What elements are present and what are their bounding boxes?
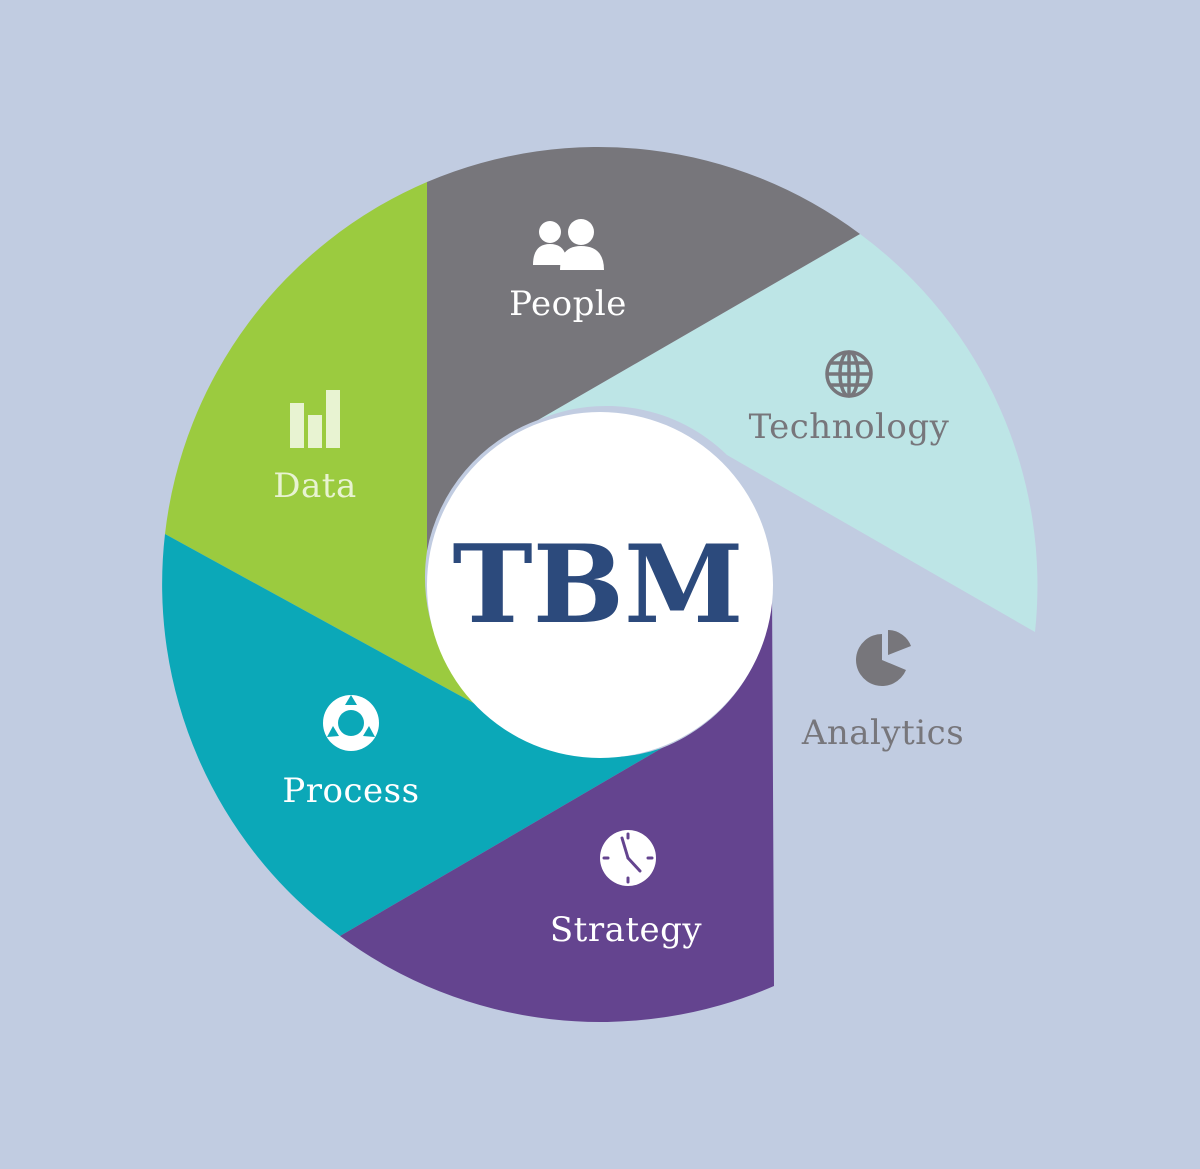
segment-label-strategy: Strategy [550, 910, 703, 950]
bar-chart-icon [290, 390, 340, 448]
segment-strategy [340, 588, 774, 1022]
globe-icon [825, 350, 873, 398]
center-label: TBM [452, 522, 743, 648]
people-icon [533, 219, 604, 270]
segment-technology [538, 234, 1038, 632]
segment-label-analytics: Analytics [801, 713, 964, 753]
pie-chart-icon [855, 630, 911, 687]
clock-icon [600, 830, 656, 886]
segment-label-process: Process [282, 771, 419, 811]
cycle-icon [323, 695, 379, 751]
segment-label-people: People [509, 284, 627, 324]
segment-process [162, 534, 662, 936]
segment-label-data: Data [273, 466, 356, 506]
segment-analytics [727, 455, 1035, 985]
segment-people [427, 147, 860, 551]
center-hub [427, 412, 773, 758]
segment-label-technology: Technology [749, 407, 950, 447]
